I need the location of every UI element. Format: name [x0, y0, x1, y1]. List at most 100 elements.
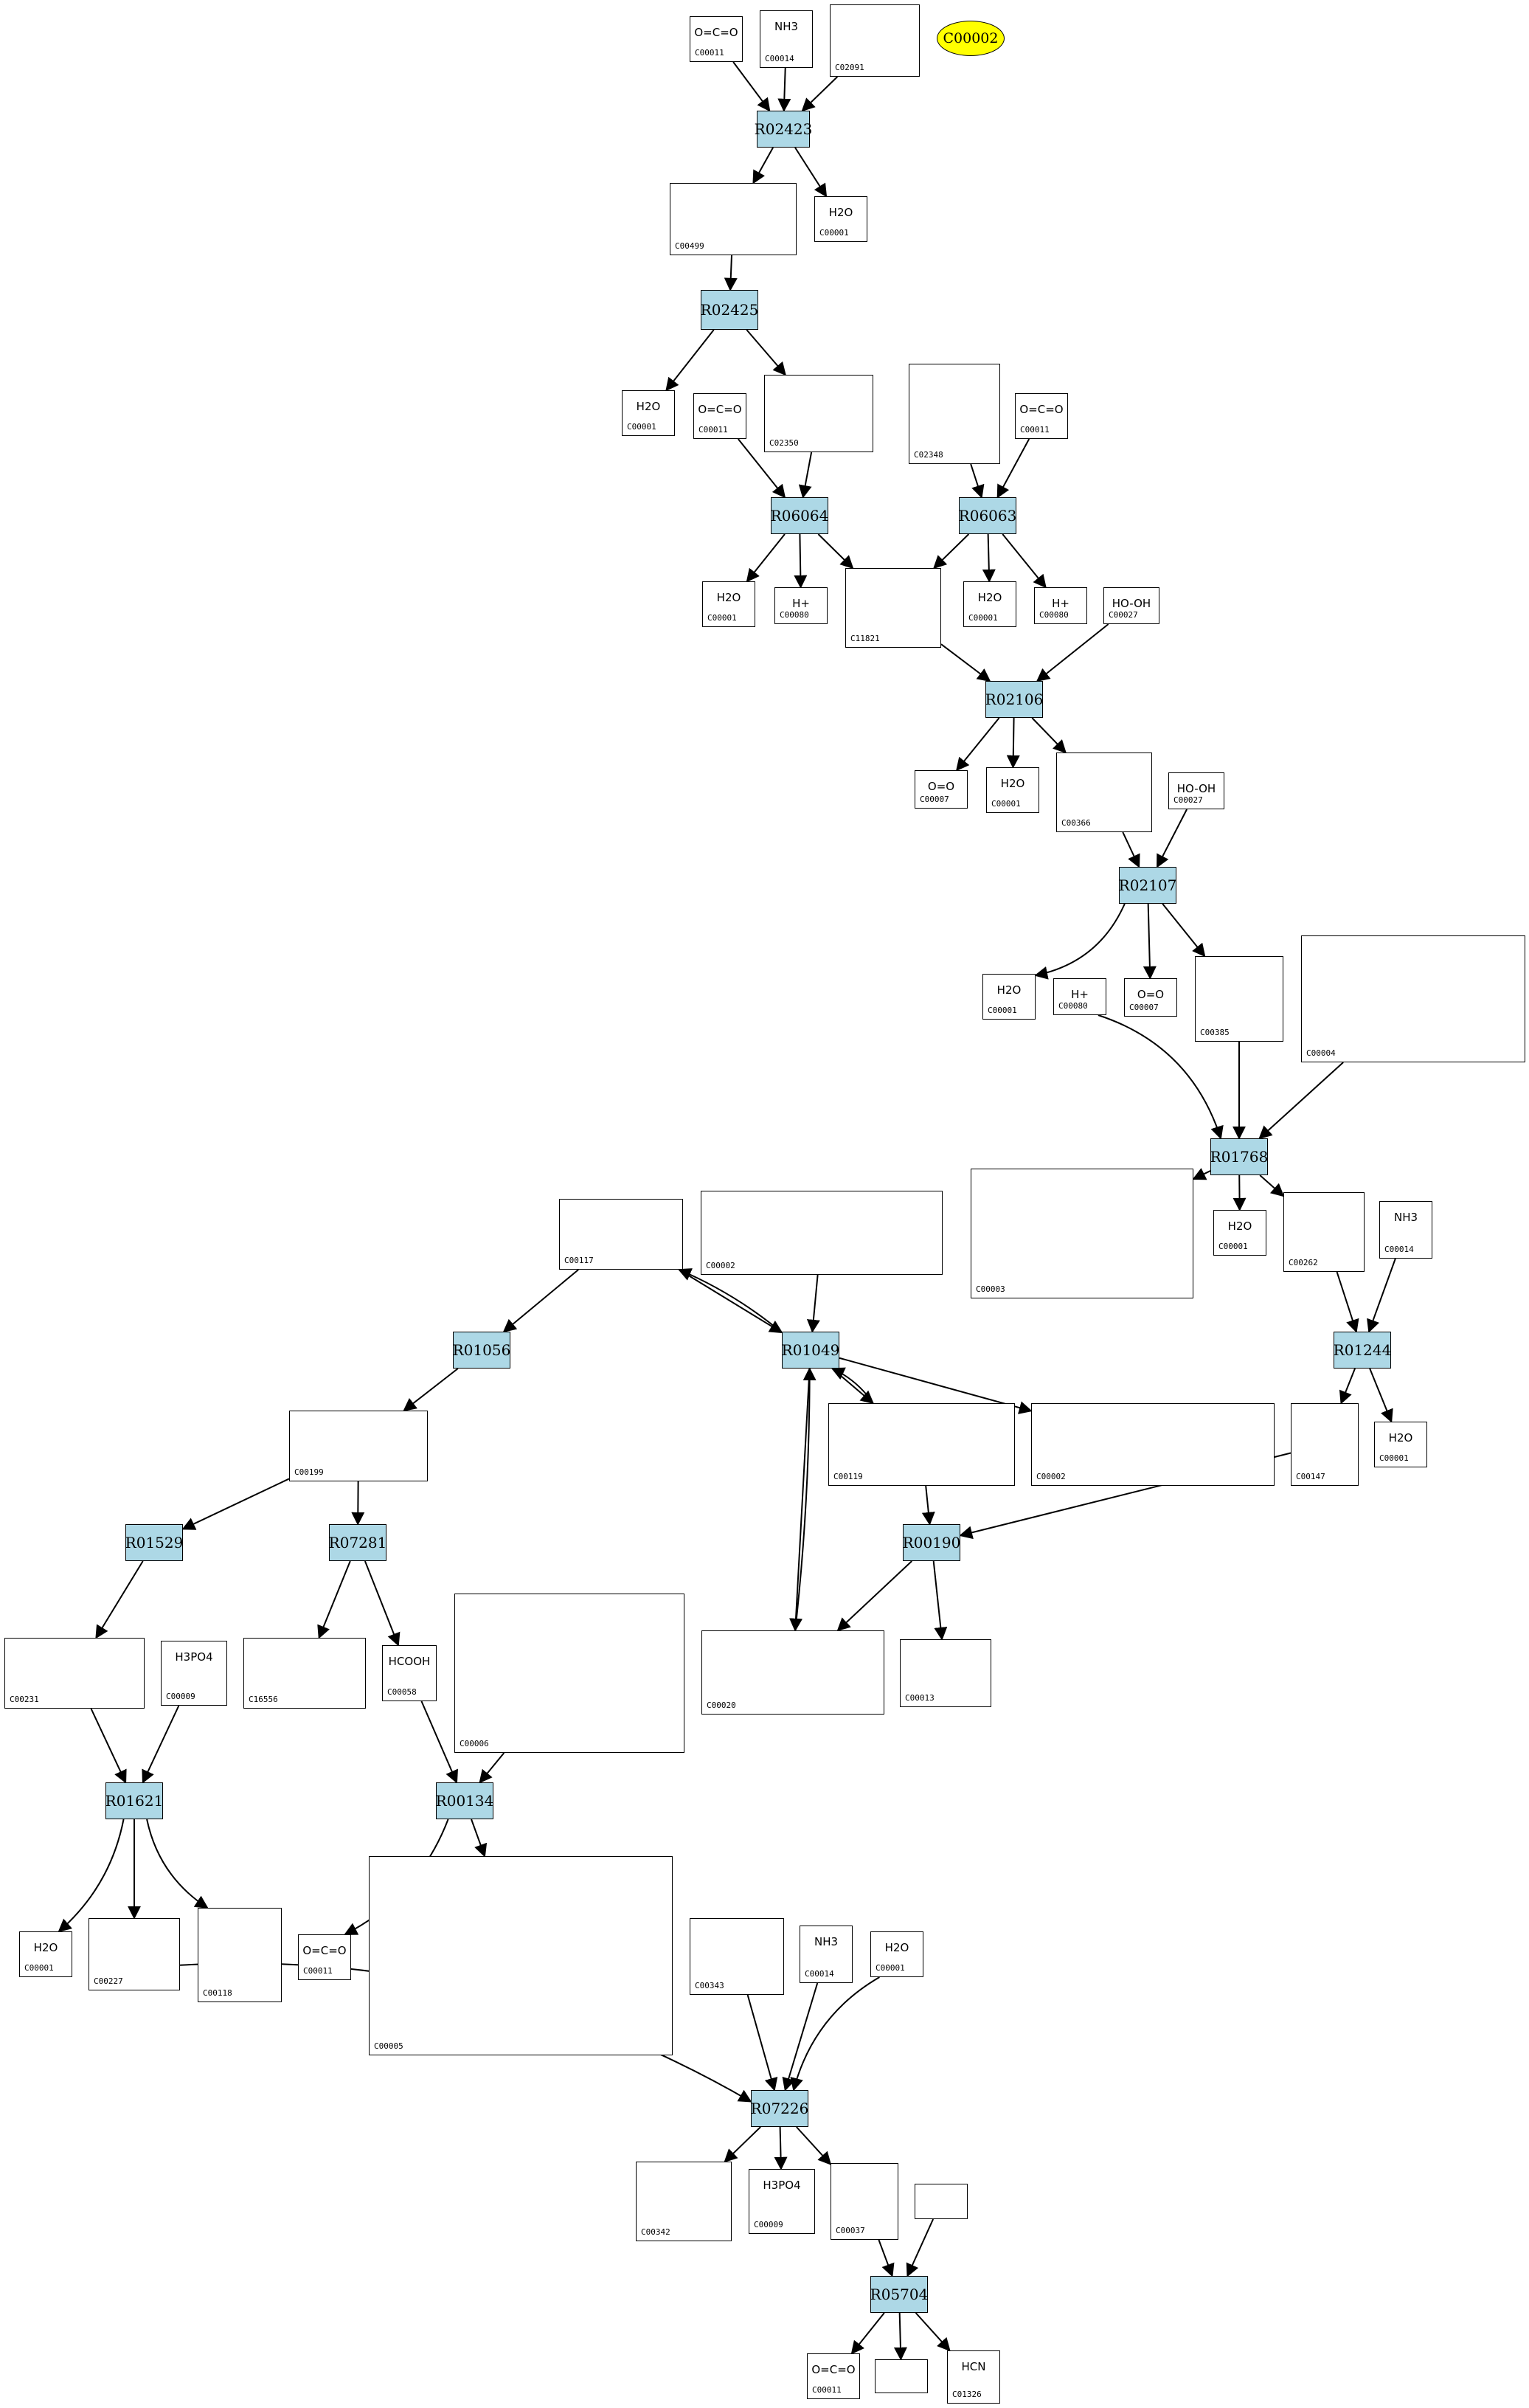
compound-node-d3[interactable]: C11821 [845, 568, 941, 648]
compound-formula: O=C=O [811, 2363, 856, 2376]
reaction-node-R02425[interactable]: R02425 [701, 290, 758, 330]
compound-node-c4[interactable]: C02348 [909, 364, 1000, 464]
compound-node-g5[interactable]: C00262 [1283, 1192, 1365, 1272]
reaction-node-R01529[interactable]: R01529 [125, 1524, 183, 1561]
compound-node-i3[interactable]: C16556 [243, 1638, 366, 1709]
compound-id: C00014 [1384, 1245, 1414, 1254]
edge-14 [817, 533, 854, 570]
edge-44 [839, 1357, 1033, 1414]
reaction-node-R00134[interactable]: R00134 [436, 1782, 493, 1819]
compound-node-g2[interactable]: C00002 [701, 1191, 943, 1275]
compound-node-d2[interactable]: H+C00080 [774, 587, 828, 624]
compound-node-i5[interactable]: C00006 [454, 1594, 684, 1753]
reaction-node-R07281[interactable]: R07281 [329, 1524, 386, 1561]
compound-id: C00007 [920, 795, 949, 804]
edge-75 [850, 2312, 885, 2355]
compound-formula: NH3 [774, 20, 799, 33]
compound-node-k4[interactable] [915, 2184, 968, 2219]
compound-node-c3[interactable]: C02350 [764, 375, 873, 452]
edge-38 [806, 1274, 820, 1333]
compound-node-j6[interactable]: C00343 [690, 1918, 784, 1995]
compound-node-d5[interactable]: H+C00080 [1034, 587, 1087, 624]
edge-49 [317, 1560, 351, 1639]
reaction-node-R07226[interactable]: R07226 [751, 2090, 808, 2127]
compound-node-g3[interactable]: C00003 [971, 1169, 1193, 1298]
reaction-node-R06063[interactable]: R06063 [959, 497, 1016, 534]
compound-node-i1[interactable]: C00231 [4, 1638, 145, 1709]
edge-70 [724, 2126, 761, 2163]
target-compound-node[interactable]: C00002 [937, 21, 1005, 56]
compound-formula: HO-OH [1112, 597, 1151, 610]
compound-node-l2[interactable] [875, 2359, 928, 2393]
edge-15 [933, 533, 970, 570]
edge-23 [1122, 831, 1140, 868]
edge-42 [831, 1368, 875, 1405]
compound-node-j2[interactable]: C00227 [89, 1918, 180, 1990]
compound-formula: H2O [884, 1941, 909, 1954]
reaction-node-R01056[interactable]: R01056 [453, 1332, 510, 1369]
reaction-node-R01244[interactable]: R01244 [1334, 1332, 1391, 1369]
reaction-label: R01529 [125, 1534, 184, 1551]
reaction-node-R02106[interactable]: R02106 [985, 681, 1043, 718]
compound-id: C00385 [1200, 1028, 1230, 1037]
compound-node-e1[interactable]: O=O C00007 [915, 770, 968, 809]
compound-node-h1[interactable]: C00199 [289, 1411, 428, 1481]
reaction-label: R00134 [435, 1792, 494, 1810]
compound-node-h2[interactable]: C00119 [828, 1403, 1015, 1486]
compound-formula: HCN [961, 2360, 986, 2373]
compound-formula: H2O [1388, 1431, 1413, 1445]
compound-id: C00006 [460, 1739, 489, 1748]
reaction-node-R02107[interactable]: R02107 [1119, 867, 1176, 904]
compound-node-h4[interactable]: C00147 [1291, 1403, 1359, 1486]
compound-formula: O=O [927, 780, 955, 793]
compound-node-h3[interactable]: C00002 [1031, 1403, 1275, 1486]
edge-4 [794, 147, 828, 198]
compound-node-f2[interactable]: H+C00080 [1053, 978, 1106, 1015]
compound-node-i7[interactable]: C00013 [900, 1639, 991, 1707]
reaction-node-R06064[interactable]: R06064 [771, 497, 828, 534]
reaction-node-R00190[interactable]: R00190 [903, 1524, 960, 1561]
compound-node-j3[interactable]: C00118 [198, 1908, 282, 2002]
compound-node-f4[interactable]: C00385 [1195, 956, 1283, 1042]
reaction-node-R01621[interactable]: R01621 [105, 1782, 163, 1819]
compound-node-i6[interactable]: C00020 [701, 1630, 884, 1715]
compound-node-e3[interactable]: C00366 [1056, 752, 1152, 832]
edge-10 [970, 463, 985, 499]
compound-node-g1[interactable]: C00117 [559, 1199, 683, 1270]
reaction-node-R02423[interactable]: R02423 [755, 111, 812, 148]
reaction-node-R01768[interactable]: R01768 [1210, 1138, 1268, 1175]
compound-node-a3[interactable]: C02091 [830, 4, 920, 77]
compound-node-b1[interactable]: C00499 [670, 183, 797, 255]
compound-node-j5[interactable]: C00005 [369, 1856, 673, 2055]
reaction-node-R05704[interactable]: R05704 [870, 2276, 928, 2313]
compound-node-k1[interactable]: C00342 [636, 2162, 732, 2241]
compound-node-k3[interactable]: C00037 [831, 2163, 898, 2240]
compound-node-f5[interactable]: C00004 [1301, 935, 1525, 1062]
reaction-node-R01049[interactable]: R01049 [782, 1332, 839, 1369]
